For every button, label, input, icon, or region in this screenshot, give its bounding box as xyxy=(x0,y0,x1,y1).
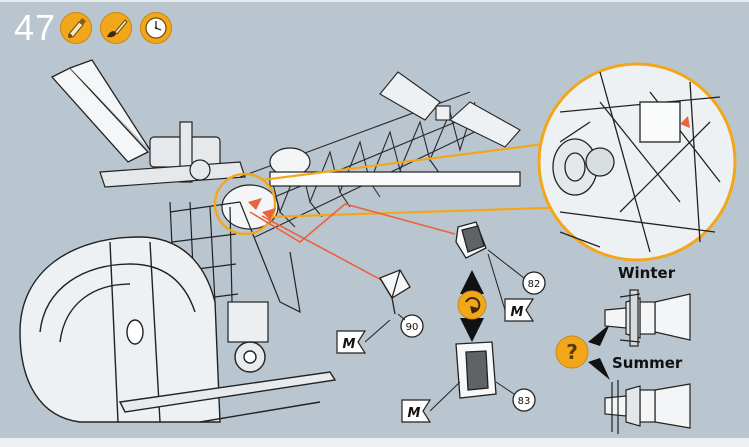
highlight-circle-small xyxy=(213,172,277,236)
summer-label: Summer xyxy=(612,354,683,372)
rotor-blade xyxy=(50,59,151,163)
engine-housing xyxy=(221,147,521,230)
part-number-83: 83 xyxy=(518,396,531,407)
winter-label: Winter xyxy=(618,264,676,282)
clock-icon xyxy=(140,12,172,44)
part-82-drawing xyxy=(455,221,487,259)
part-badge-83 xyxy=(495,381,536,412)
part-90-drawing xyxy=(379,269,411,315)
m-tag-label-90: M xyxy=(343,337,356,352)
m-tag-label-82: M xyxy=(511,305,524,320)
m-tag-label-83: M xyxy=(408,406,421,421)
landing-gear xyxy=(118,341,337,423)
paint-brush-icon xyxy=(100,12,132,44)
magnify-leader-top xyxy=(261,140,561,182)
guide-line-part-90 xyxy=(261,215,401,291)
part-badge-82 xyxy=(487,249,546,295)
choice-pointer xyxy=(588,324,610,380)
rotor-head xyxy=(99,121,246,188)
question-mark: ? xyxy=(566,340,578,364)
rotate-icon xyxy=(457,290,487,320)
m-tag-82 xyxy=(487,253,535,322)
question-icon xyxy=(555,335,589,369)
step-number: 47 xyxy=(14,7,57,48)
glue-brush-icon xyxy=(60,12,92,44)
part-number-82: 82 xyxy=(528,279,541,290)
next-step-strip xyxy=(0,438,749,447)
assembly-illustration: 90 82 83 M M M ? xyxy=(19,59,737,434)
magnify-leader-bottom xyxy=(267,205,576,219)
winter-variant-drawing xyxy=(604,289,691,347)
m-tag-83 xyxy=(401,381,461,423)
cockpit-bubble xyxy=(19,236,221,423)
magnified-detail xyxy=(537,62,737,262)
part-badge-90 xyxy=(397,313,424,338)
cabin-frame xyxy=(169,201,301,343)
guide-line-part-82 xyxy=(249,203,456,243)
placement-arrows xyxy=(248,198,276,220)
summer-variant-drawing xyxy=(604,380,691,434)
flip-arrows xyxy=(460,270,484,342)
m-tag-90 xyxy=(336,319,391,354)
part-number-90: 90 xyxy=(406,322,419,333)
tail-rotor xyxy=(379,71,521,148)
part-83-drawing xyxy=(455,341,497,399)
